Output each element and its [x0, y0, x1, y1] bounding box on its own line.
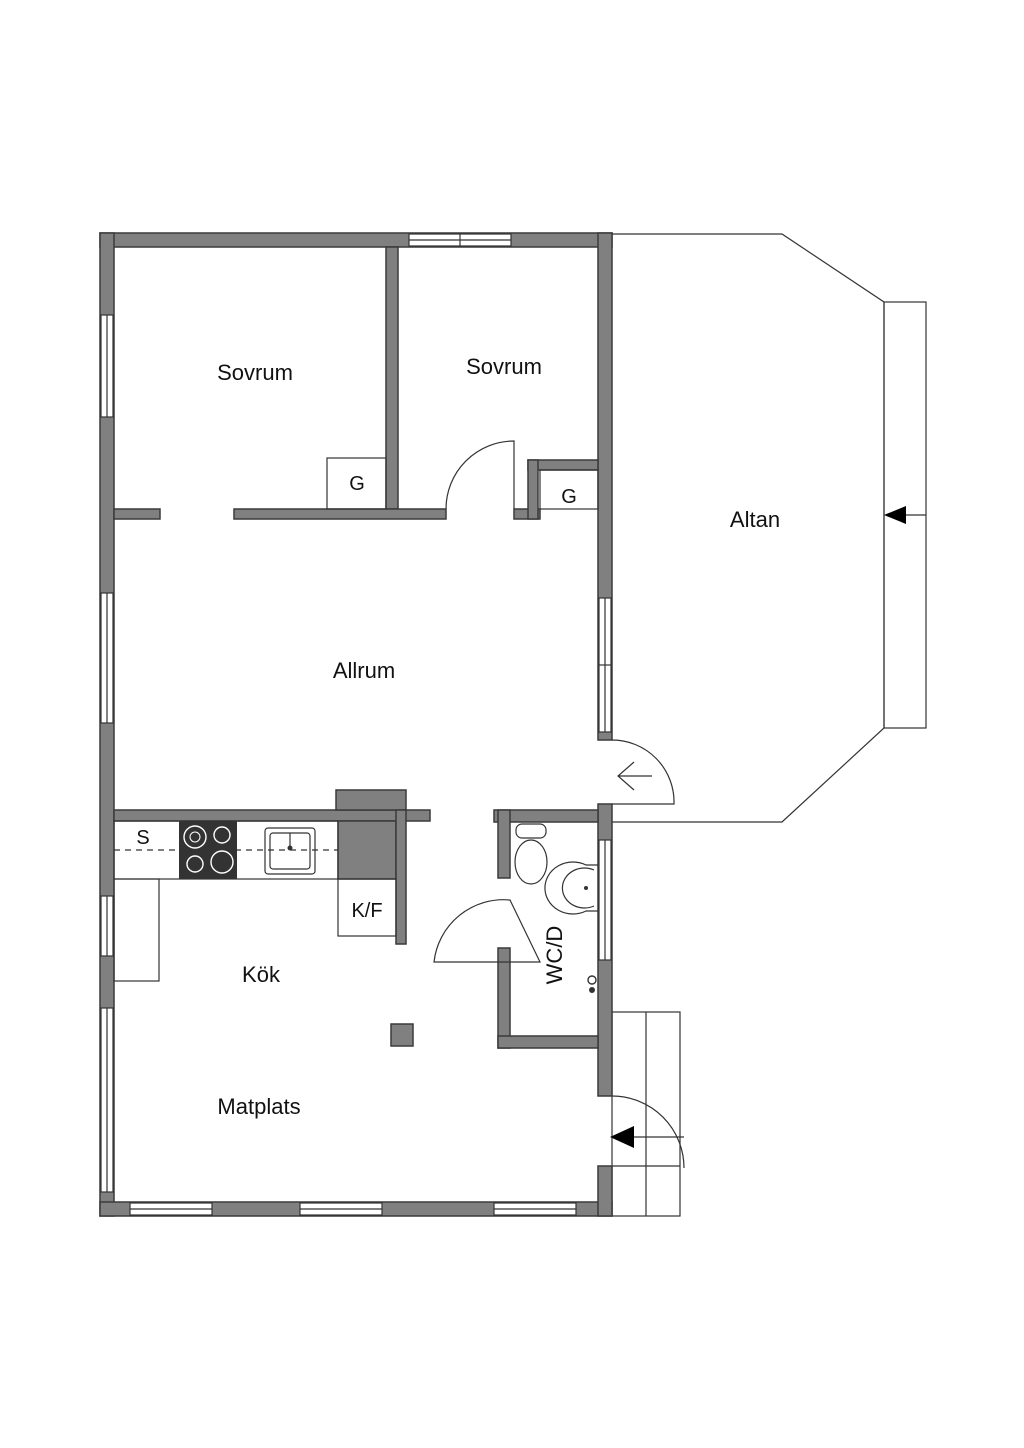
dining-label: Matplats	[217, 1094, 300, 1119]
stove-icon	[179, 821, 237, 879]
washbasin-icon	[544, 861, 598, 915]
closet-right	[539, 469, 599, 510]
sink-icon	[264, 827, 316, 875]
fridge-freezer	[337, 878, 397, 937]
shower-tap-icon	[587, 975, 597, 993]
closet-right-label: G	[561, 486, 577, 508]
deck-label: Altan	[730, 507, 780, 532]
wc-shower-label: WC/D	[542, 926, 567, 985]
window-icon	[100, 233, 612, 1216]
cabinet-label: S	[136, 827, 149, 849]
bedroom-left-label: Sovrum	[217, 360, 293, 385]
entrance-steps	[611, 1011, 685, 1217]
closet-left-label: G	[349, 473, 365, 495]
toilet-icon	[514, 823, 548, 885]
closet-left	[326, 457, 387, 510]
living-room-label: Allrum	[333, 658, 395, 683]
entrance-arrow-icon	[610, 1126, 634, 1148]
bedroom-right-label: Sovrum	[466, 354, 542, 379]
outer-walls	[99, 232, 613, 1217]
deck-entrance-arrow-icon	[884, 506, 906, 524]
door-swing-icon	[433, 440, 675, 963]
kitchen-label: Kök	[242, 962, 281, 987]
fridge-freezer-label: K/F	[351, 900, 382, 922]
